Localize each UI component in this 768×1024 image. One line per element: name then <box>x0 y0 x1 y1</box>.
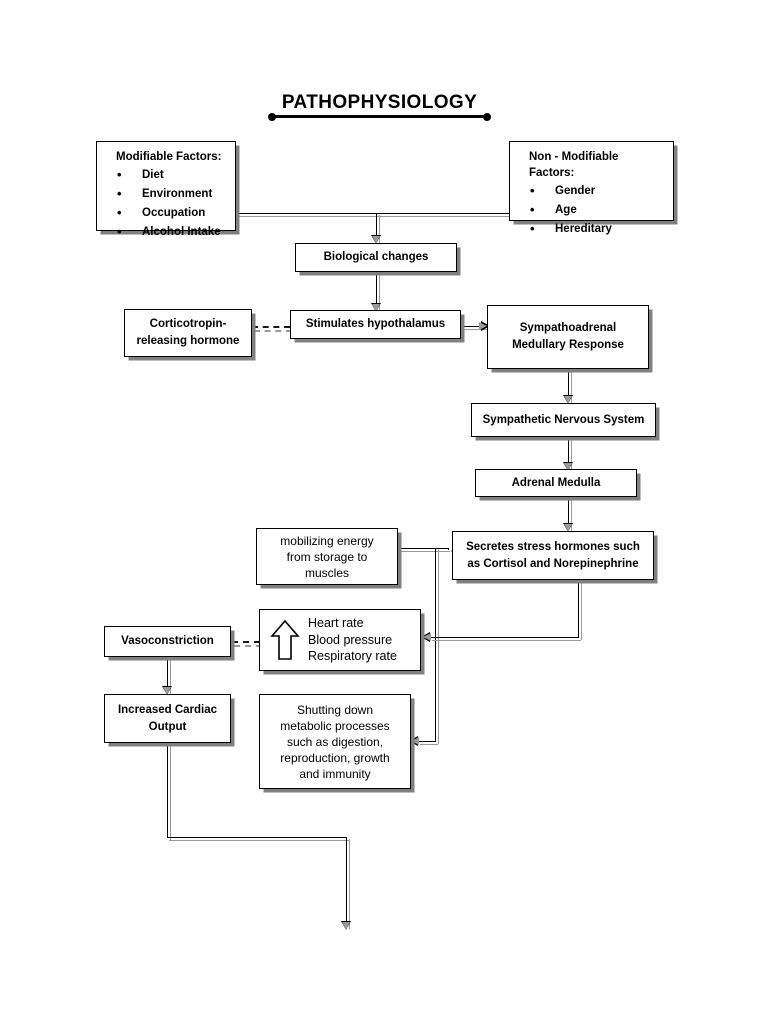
node-sympathoadrenal-medullary-response[interactable]: Sympathoadrenal Medullary Response <box>487 305 649 369</box>
connector-bottom-horizontal <box>167 837 349 843</box>
node-label: Increased Cardiac Output <box>117 703 218 733</box>
node-label: Stimulates hypothalamus <box>305 318 446 330</box>
node-label: Vasoconstriction <box>121 635 214 647</box>
connector-to-vital-signs <box>430 637 581 643</box>
list-item: Diet <box>107 165 225 185</box>
node-stimulates-hypothalamus[interactable]: Stimulates hypothalamus <box>290 310 461 339</box>
node-label: Shutting down metabolic processes such a… <box>280 702 390 781</box>
node-label: Sympathetic Nervous System <box>482 413 645 426</box>
modifiable-factors-list: Diet Environment Occupation Alcohol Inta… <box>107 165 225 242</box>
title-dot-left <box>268 112 276 121</box>
connector-into-shutting-down <box>418 741 438 747</box>
arrowhead-stimulates-hypothalamus <box>371 303 381 312</box>
connector-vasoconstriction-dashed <box>232 641 262 647</box>
node-modifiable-factors[interactable]: Modifiable Factors: Diet Environment Occ… <box>96 141 236 241</box>
connector-factors-horizontal <box>236 213 528 219</box>
node-mobilizing-energy[interactable]: mobilizing energy from storage to muscle… <box>256 528 398 585</box>
diagram-title: PATHOPHYSIOLOGY <box>281 92 478 113</box>
arrowhead-shutting-down <box>409 736 419 746</box>
arrowhead-sympathetic-nervous-system <box>563 395 573 404</box>
node-label: Heart rate Blood pressure Respiratory ra… <box>308 616 397 664</box>
arrowhead-biological-changes <box>371 235 381 244</box>
node-label: mobilizing energy from storage to muscle… <box>280 533 374 580</box>
list-item: Occupation <box>107 203 225 223</box>
node-increased-cardiac-output[interactable]: Increased Cardiac Output <box>104 694 231 743</box>
non-modifiable-factors-list: Gender Age Hereditary <box>520 181 663 239</box>
node-shutting-down-metabolic-processes[interactable]: Shutting down metabolic processes such a… <box>259 694 411 789</box>
connector-bottom-drop <box>346 837 352 929</box>
list-item: Age <box>520 200 663 220</box>
node-label: Adrenal Medulla <box>511 476 601 489</box>
diagram-title-block: PATHOPHYSIOLOGY <box>268 92 491 121</box>
list-item: Alcohol Intake <box>107 222 225 242</box>
node-non-modifiable-factors[interactable]: Non - Modifiable Factors: Gender Age Her… <box>509 141 674 238</box>
list-item: Environment <box>107 184 225 204</box>
arrowhead-increased-cardiac-output <box>162 686 172 695</box>
connector-down-to-shutting-down <box>435 548 441 744</box>
node-label: Biological changes <box>323 251 429 263</box>
title-dot-right <box>483 112 491 121</box>
connector-cardiac-output-down <box>167 744 173 840</box>
connector-crh-dashed <box>252 326 292 332</box>
list-item: Hereditary <box>520 219 663 239</box>
up-arrow-icon <box>270 619 300 660</box>
arrowhead-bottom-outflow <box>341 921 351 930</box>
connector-secretes-to-mobilizing <box>398 548 450 554</box>
arrowhead-adrenal-medulla <box>563 462 573 471</box>
node-vasoconstriction[interactable]: Vasoconstriction <box>104 626 231 657</box>
node-biological-changes[interactable]: Biological changes <box>295 243 457 272</box>
node-label: Sympathoadrenal Medullary Response <box>512 322 624 351</box>
modifiable-factors-heading: Modifiable Factors: <box>116 151 222 163</box>
arrowhead-secretes-stress-hormones <box>563 523 573 532</box>
title-underline <box>268 112 491 121</box>
node-corticotropin-releasing-hormone[interactable]: Corticotropin- releasing hormone <box>124 309 252 357</box>
arrowhead-sympathoadrenal <box>479 321 490 331</box>
node-vital-signs[interactable]: Heart rate Blood pressure Respiratory ra… <box>259 609 421 671</box>
node-adrenal-medulla[interactable]: Adrenal Medulla <box>475 469 637 497</box>
non-modifiable-factors-heading: Non - Modifiable Factors: <box>529 151 619 179</box>
node-label: Secretes stress hormones such as Cortiso… <box>466 540 640 570</box>
node-secretes-stress-hormones[interactable]: Secretes stress hormones such as Cortiso… <box>452 531 654 580</box>
connector-secretes-right-drop <box>578 580 584 640</box>
node-label: Corticotropin- releasing hormone <box>136 318 240 347</box>
node-sympathetic-nervous-system[interactable]: Sympathetic Nervous System <box>471 403 656 437</box>
arrowhead-vital-signs <box>421 632 431 642</box>
list-item: Gender <box>520 181 663 201</box>
